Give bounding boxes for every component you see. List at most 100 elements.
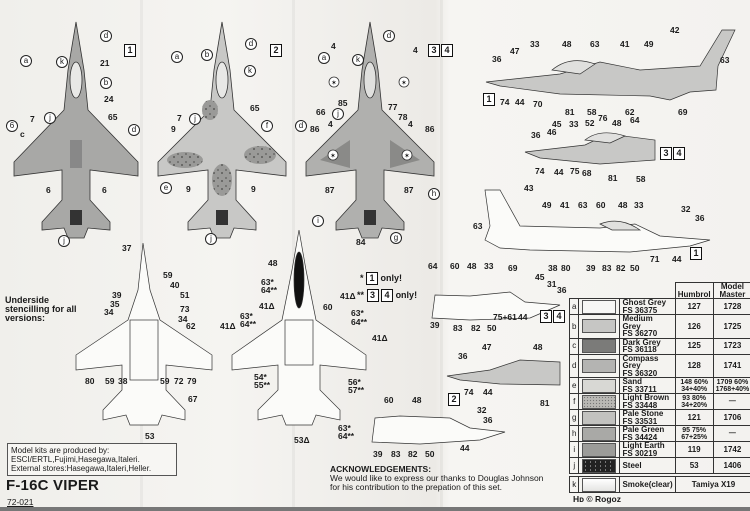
swatch-fill	[582, 339, 617, 353]
version-box: 2	[448, 393, 460, 406]
callout-circle: j	[44, 112, 56, 124]
sheet-title: F-16C VIPER	[6, 477, 100, 494]
callout: 65	[250, 103, 260, 113]
color-name: Medium Grey	[622, 314, 653, 331]
color-swatch	[578, 476, 621, 493]
callout: 84	[356, 237, 366, 247]
callout: 79	[187, 376, 197, 386]
color-name: Steel	[622, 460, 642, 470]
humbrol-value: 127	[674, 298, 714, 315]
callout: 63*	[240, 311, 253, 321]
kits-line: Model kits are produced by:	[11, 446, 110, 455]
callout: 41Δ	[340, 291, 356, 301]
kits-line: External stores:Hasegawa,Italeri,Heller.	[11, 464, 152, 473]
swatch-fill	[582, 477, 617, 492]
version-box: 3	[366, 289, 379, 302]
callout: 41Δ	[372, 333, 388, 343]
callout: 80	[561, 263, 571, 273]
callout: 50	[425, 449, 435, 459]
callout: 46	[547, 127, 557, 137]
swatch-fill	[582, 458, 617, 473]
callout: 48	[612, 118, 622, 128]
callout: 41	[560, 200, 570, 210]
callout: 48	[618, 200, 628, 210]
credit: Hᴅ © Rogoz	[573, 494, 621, 504]
acknowledgements: ACKNOWLEDGEMENTS: We would like to expre…	[330, 465, 543, 492]
color-swatch	[578, 457, 621, 474]
callout: 44	[515, 97, 525, 107]
color-letter: c	[568, 337, 580, 355]
callout: 63	[578, 200, 588, 210]
color-letter: j	[568, 457, 580, 474]
callout: 52	[585, 118, 595, 128]
color-name: Light Brown	[622, 393, 670, 402]
callout: 4	[413, 45, 418, 55]
callout: 86	[425, 124, 435, 134]
callout: 74	[500, 97, 510, 107]
callout-circle: a	[318, 52, 330, 64]
callout: 33	[634, 200, 644, 210]
callout-circle: k	[244, 65, 256, 77]
callout: 60	[323, 302, 333, 312]
callout: c	[20, 129, 25, 139]
callout: 82	[616, 263, 626, 273]
color-name: Ghost Grey	[622, 298, 667, 307]
callout-circle: k	[352, 54, 364, 66]
version-box: 4	[553, 310, 565, 323]
callout: 7	[30, 114, 35, 124]
humbrol-value: 128	[674, 353, 714, 378]
swatch-fill	[582, 394, 617, 409]
callout: 59	[163, 270, 173, 280]
model-master-value: 1709 60% 1768+40%	[712, 377, 750, 394]
callout-circle: d	[295, 120, 307, 132]
callout-circle: d	[245, 38, 257, 50]
color-letter: g	[568, 409, 580, 426]
ack-line: for his contribution to the prepation of…	[330, 482, 502, 492]
callout: 9	[186, 184, 191, 194]
paper-fold	[440, 0, 443, 511]
version-box: 4	[441, 44, 453, 57]
color-letter: i	[568, 441, 580, 458]
fs-number: FS 33448	[622, 400, 658, 410]
color-name: Light Earth	[622, 441, 665, 450]
model-master-value: 1406	[712, 457, 750, 474]
color-swatch	[578, 377, 621, 394]
callout: 59	[160, 376, 170, 386]
callout: 44	[554, 167, 564, 177]
callout-circle: b	[201, 49, 213, 61]
callout-circle: a	[20, 55, 32, 67]
callout: 45	[535, 272, 545, 282]
color-letter: e	[568, 377, 580, 394]
side-view-2	[371, 415, 506, 445]
callout: 44	[460, 443, 470, 453]
fs-number: FS 36320	[622, 368, 658, 378]
model-master-value: 1725	[712, 314, 750, 339]
svg-text:✶: ✶	[401, 79, 407, 87]
model-master-value: 1728	[712, 298, 750, 315]
swatch-fill	[582, 299, 617, 314]
callout: 60	[384, 395, 394, 405]
version-box: 4	[381, 289, 394, 302]
callout: 83	[453, 323, 463, 333]
callout: 39	[430, 320, 440, 330]
callout: 48	[412, 395, 422, 405]
callout: 49	[542, 200, 552, 210]
color-swatch	[578, 298, 621, 315]
underside-stencil-note: Underside stencilling for all versions:	[5, 295, 77, 323]
version-box: 1	[124, 44, 136, 57]
note-marker: *	[360, 273, 364, 283]
callout: 37	[122, 243, 132, 253]
humbrol-value: 93 80% 34+20%	[674, 393, 714, 410]
callout: 36	[492, 54, 502, 64]
color-swatch	[578, 353, 621, 378]
callout: 74	[464, 387, 474, 397]
